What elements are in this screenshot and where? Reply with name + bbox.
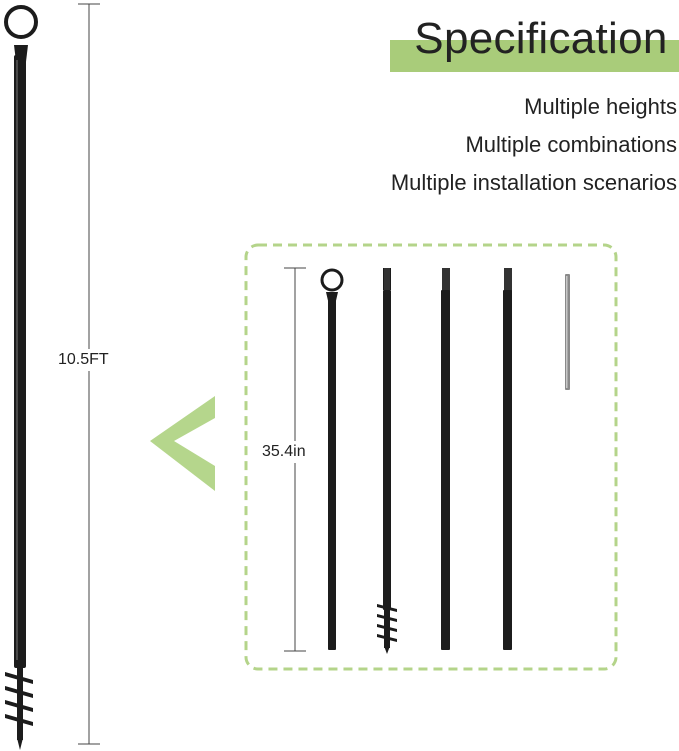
- feature-line-scenarios: Multiple installation scenarios: [390, 170, 677, 195]
- page-title: Specification: [414, 14, 668, 63]
- assembled-garden-pole: [4, 5, 38, 750]
- connector-rod: [565, 274, 570, 390]
- pole-hook-icon: [4, 5, 38, 39]
- chevron-left-icon: [150, 396, 215, 491]
- title-highlight-bar: [390, 40, 679, 72]
- total-height-dimension-line: [78, 3, 100, 745]
- parts-panel-border: [244, 243, 618, 671]
- pole-auger-icon: [5, 672, 33, 726]
- auger-segment-pole: [377, 268, 397, 654]
- feature-line-heights: Multiple heights: [524, 94, 677, 119]
- middle-segment-pole-1: [441, 268, 450, 650]
- middle-segment-pole-2: [503, 268, 512, 650]
- feature-line-combinations: Multiple combinations: [465, 132, 677, 157]
- hook-segment-pole: [320, 268, 344, 650]
- total-height-label: 10.5FT: [58, 349, 109, 371]
- segment-length-label: 35.4in: [262, 441, 306, 463]
